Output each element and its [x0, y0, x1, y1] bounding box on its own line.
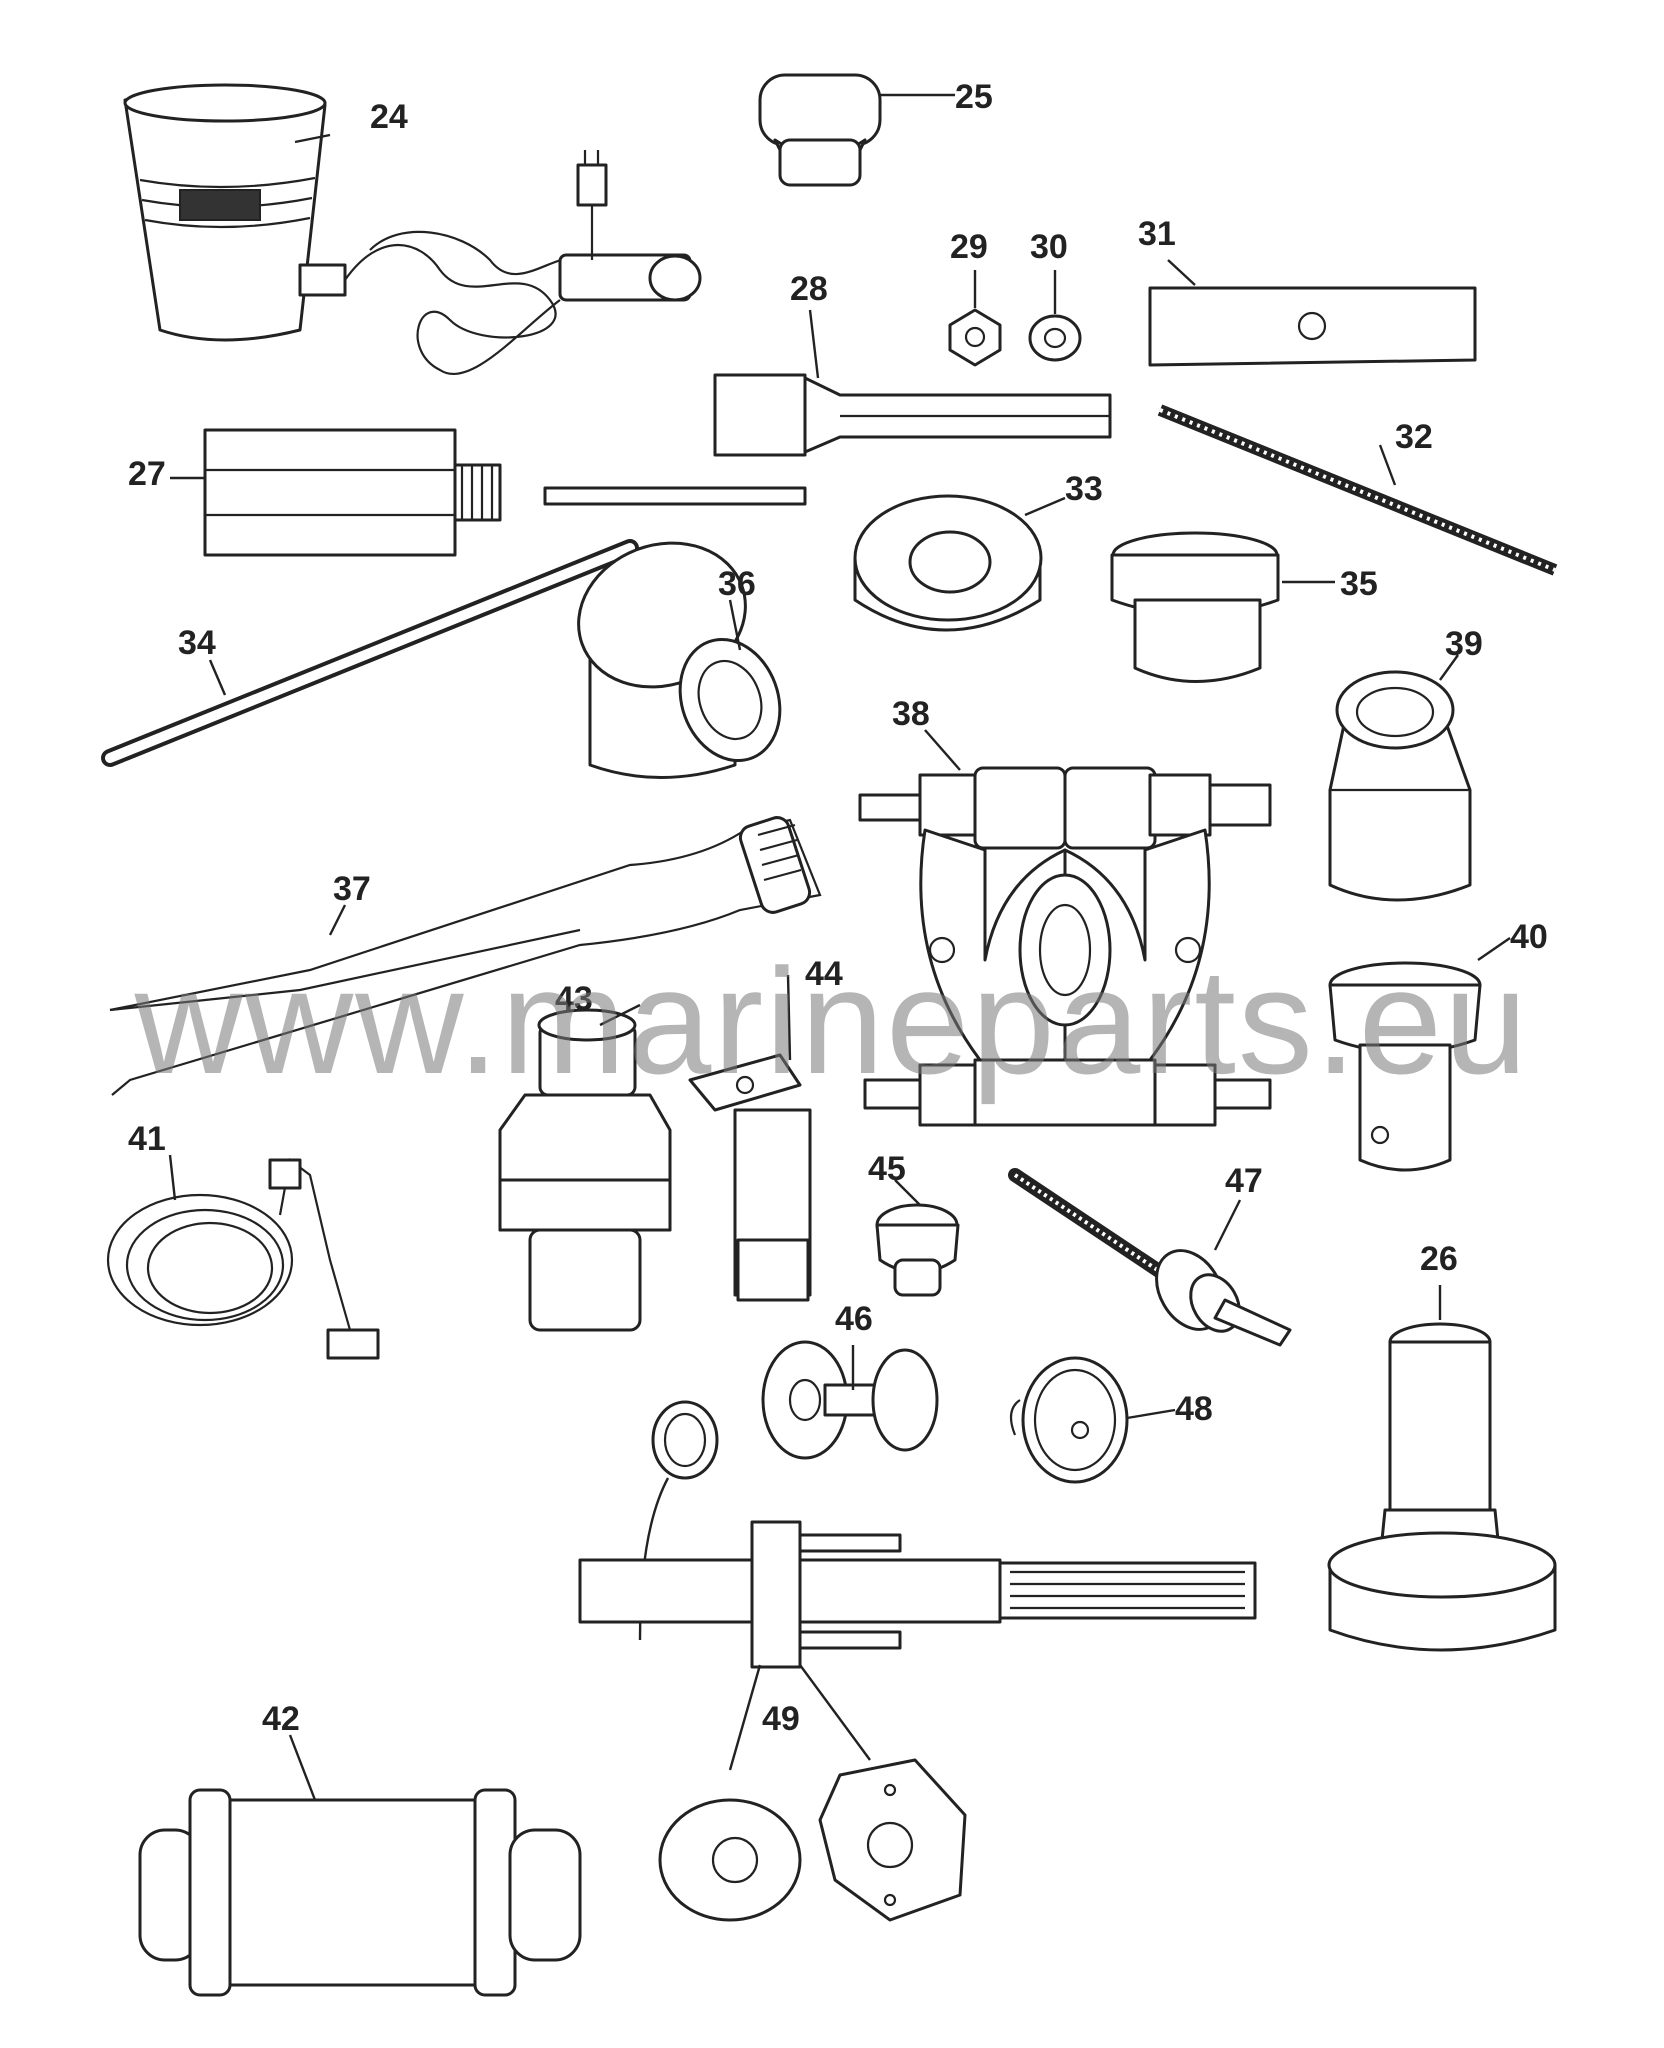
callout-39: 39 — [1445, 625, 1483, 663]
callout-27: 27 — [128, 455, 166, 493]
watermark: www.marineparts.eu — [134, 937, 1530, 1105]
callout-35: 35 — [1340, 565, 1378, 603]
callout-41: 41 — [128, 1120, 166, 1158]
part-30-washer — [1028, 270, 1082, 362]
part-40-step-adapter — [1328, 937, 1511, 1172]
callout-37: 37 — [333, 870, 371, 908]
callout-45: 45 — [868, 1150, 906, 1188]
part-48-threaded-cap — [1009, 1356, 1176, 1484]
part-38-bearing-separator — [858, 729, 1272, 1127]
callout-25: 25 — [955, 78, 993, 116]
part-41-cable — [106, 1154, 380, 1360]
part-26-tall-driver — [1327, 1285, 1557, 1652]
part-32-threaded-rod — [1157, 404, 1558, 576]
callout-48: 48 — [1175, 1390, 1213, 1428]
callout-34: 34 — [178, 624, 216, 662]
part-47-bolt — [1008, 1168, 1292, 1347]
callout-49: 49 — [762, 1700, 800, 1738]
callout-47: 47 — [1225, 1162, 1263, 1200]
part-33-bushing-ring — [853, 494, 1066, 632]
part-31-plate — [1148, 259, 1477, 367]
callout-40: 40 — [1510, 918, 1548, 956]
callout-38: 38 — [892, 695, 930, 733]
part-24-heater-pot — [123, 83, 702, 376]
callout-29: 29 — [950, 228, 988, 266]
part-45-small-driver — [875, 1179, 960, 1297]
callout-33: 33 — [1065, 470, 1103, 508]
callout-24: 24 — [370, 98, 408, 136]
part-37-wire-tool — [109, 816, 822, 1096]
callout-42: 42 — [262, 1700, 300, 1738]
callout-46: 46 — [835, 1300, 873, 1338]
callout-44: 44 — [805, 955, 843, 993]
part-27-coupling — [170, 428, 807, 557]
callout-43: 43 — [555, 980, 593, 1018]
part-25-driver-head — [758, 73, 955, 187]
part-42-flange-sleeve — [138, 1734, 582, 1997]
callout-36: 36 — [718, 565, 756, 603]
part-46-spool-tool — [761, 1340, 939, 1460]
callout-28: 28 — [790, 270, 828, 308]
part-35-cap-driver — [1110, 531, 1335, 683]
callout-26: 26 — [1420, 1240, 1458, 1278]
part-34-long-rod — [101, 539, 639, 767]
callout-30: 30 — [1030, 228, 1068, 266]
part-43-sleeve-driver — [498, 1003, 672, 1332]
part-49-puller-assembly — [578, 1400, 1257, 1922]
part-29-nut — [948, 270, 1002, 367]
part-28-shaft-tool — [713, 309, 1112, 457]
part-36-threaded-sleeve — [577, 541, 782, 779]
part-39-threaded-adapter — [1328, 654, 1472, 902]
callout-31: 31 — [1138, 215, 1176, 253]
part-44-bracket-tool — [688, 974, 812, 1302]
callout-32: 32 — [1395, 418, 1433, 456]
